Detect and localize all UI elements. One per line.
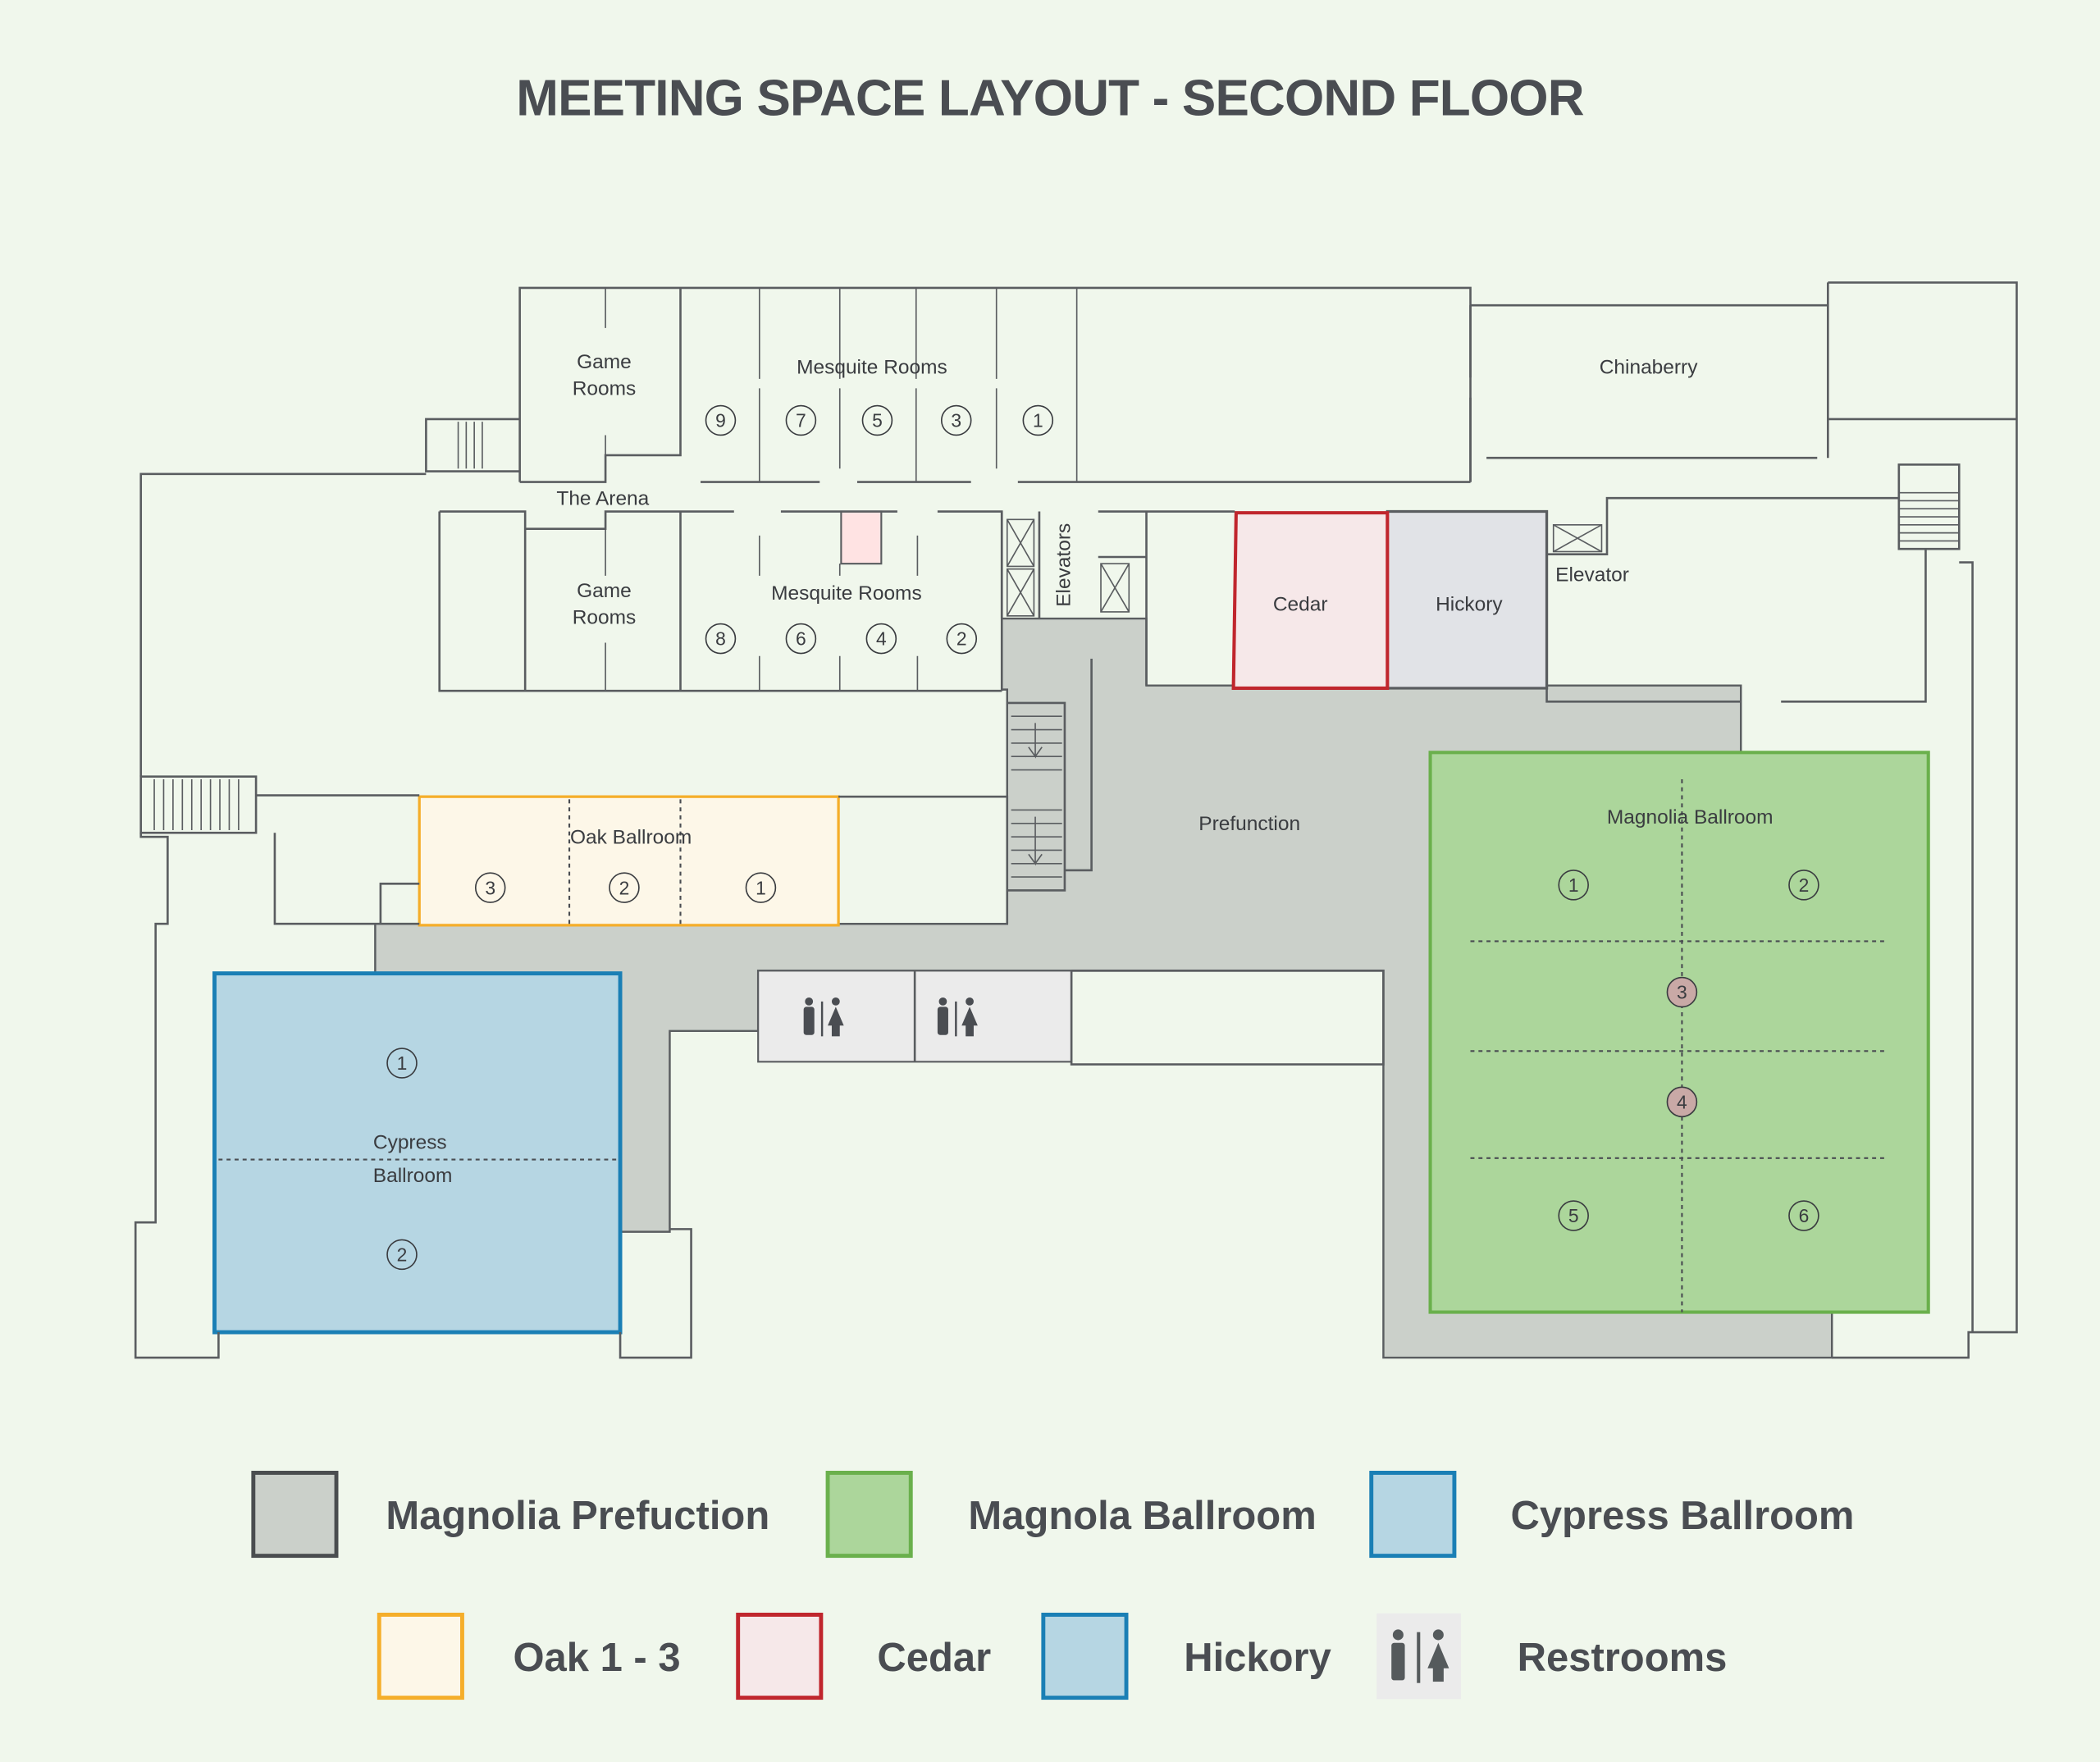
number-marker: 8 [705,623,737,655]
page-title: MEETING SPACE LAYOUT - SECOND FLOOR [516,70,1583,126]
storage-highlight [840,510,883,565]
magnolia-ballroom[interactable] [1428,751,1930,1314]
svg-text:5: 5 [1568,1205,1579,1226]
game-rooms-bottom-label: Game [577,580,632,602]
svg-text:4: 4 [876,628,887,650]
legend-label: Cedar [877,1636,991,1680]
legend-swatch [251,1470,339,1559]
elevator-label: Elevator [1555,564,1629,586]
number-marker: 7 [785,404,817,436]
svg-text:3: 3 [485,877,495,898]
mesquite-top-label: Mesquite Rooms [797,356,947,378]
oak-ballroom[interactable] [418,795,840,927]
legend-label: Cypress Ballroom [1510,1494,1854,1538]
number-marker: 4 [1666,1086,1698,1118]
prefunction-label: Prefunction [1198,813,1300,835]
cypress-ballroom-label: Cypress [373,1131,447,1153]
restroom-icon [937,997,978,1037]
magnolia-ballroom-label: Magnolia Ballroom [1607,806,1774,829]
number-marker: 6 [785,623,817,655]
number-marker: 6 [1788,1200,1819,1231]
svg-text:4: 4 [1677,1091,1687,1112]
legend-item-magnolia-prefunction: Magnolia Prefuction [251,1470,769,1559]
number-marker: 2 [609,872,640,903]
number-marker: 2 [946,623,978,655]
game-rooms-bottom-label-2: Rooms [573,607,637,629]
game-rooms-top-label: Game [577,351,632,373]
svg-text:1: 1 [397,1052,408,1074]
svg-text:2: 2 [619,877,630,898]
svg-text:1: 1 [1568,874,1579,896]
number-marker: 5 [1558,1200,1589,1231]
svg-text:3: 3 [1677,982,1687,1003]
the-arena-label: The Arena [556,487,649,509]
svg-text:2: 2 [1799,874,1810,896]
legend-swatch [825,1470,913,1559]
legend-label: Restrooms [1518,1636,1728,1680]
svg-text:9: 9 [715,410,726,431]
number-marker: 2 [1788,870,1819,901]
legend-item-hickory: Hickory [1041,1613,1331,1700]
mesquite-bottom-label: Mesquite Rooms [771,582,922,605]
svg-text:2: 2 [397,1244,408,1266]
number-marker: 1 [745,872,777,903]
number-marker: 1 [1022,404,1054,436]
number-marker: 1 [1558,870,1589,901]
number-marker: 1 [386,1048,418,1079]
legend-item-restrooms: Restrooms [1376,1613,1728,1700]
svg-text:6: 6 [1799,1205,1810,1226]
legend-label: Magnolia Prefuction [386,1494,769,1538]
svg-text:5: 5 [872,410,883,431]
legend-swatch [377,1613,464,1700]
restroom-icon [1391,1629,1449,1683]
cedar-label: Cedar [1273,593,1328,615]
svg-text:1: 1 [1033,410,1043,431]
cypress-ballroom-label-2: Ballroom [373,1165,453,1187]
svg-text:3: 3 [951,410,961,431]
number-marker: 3 [1666,976,1698,1008]
legend-swatch [1041,1613,1129,1700]
legend-item-cedar: Cedar [736,1613,991,1700]
legend-item-oak: Oak 1 - 3 [377,1613,681,1700]
number-marker: 2 [386,1239,418,1271]
chinaberry-label: Chinaberry [1600,356,1698,378]
number-marker: 4 [865,623,897,655]
oak-ballroom-label: Oak Ballroom [570,826,692,848]
elevators-label: Elevators [1052,523,1075,607]
cedar-room[interactable] [1231,511,1390,691]
number-marker: 9 [705,404,737,436]
number-marker: 3 [474,872,506,903]
hickory-label: Hickory [1436,593,1503,615]
number-marker: 5 [861,404,893,436]
number-marker: 3 [940,404,972,436]
legend-label: Magnola Ballroom [968,1494,1316,1538]
legend-swatch [1369,1470,1457,1559]
legend-swatch [736,1613,824,1700]
svg-text:6: 6 [796,628,806,650]
svg-text:2: 2 [956,628,967,650]
svg-text:8: 8 [715,628,726,650]
walls [134,281,2018,1359]
legend-item-magnolia-ballroom: Magnola Ballroom [825,1470,1317,1559]
legend: Magnolia Prefuction Magnola Ballroom Cyp… [251,1470,1854,1700]
cypress-ballroom[interactable] [212,971,623,1335]
restroom-icon [803,997,844,1037]
legend-item-cypress-ballroom: Cypress Ballroom [1369,1470,1854,1559]
game-rooms-top-label-2: Rooms [573,378,637,400]
legend-label: Hickory [1184,1636,1331,1680]
room-number-markers: 9 7 5 3 1 8 6 4 2 3 2 1 1 2 3 4 5 6 1 2 [386,404,1819,1271]
svg-text:1: 1 [756,877,766,898]
svg-text:7: 7 [796,410,806,431]
legend-label: Oak 1 - 3 [513,1636,680,1680]
